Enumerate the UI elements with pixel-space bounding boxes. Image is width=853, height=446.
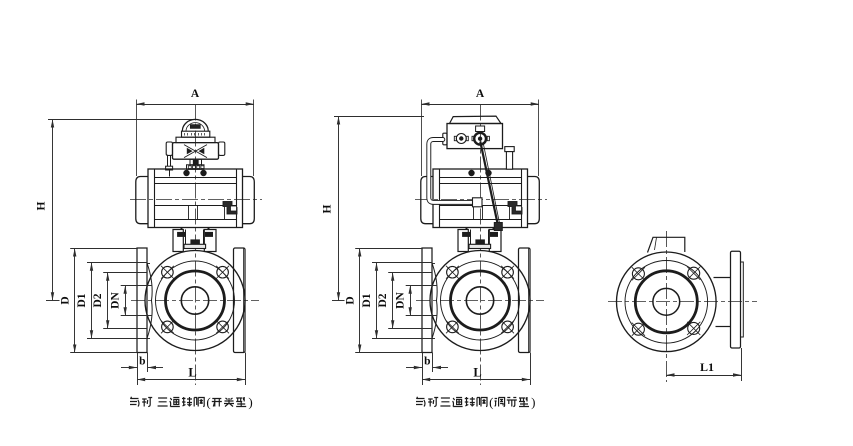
svg-text:D1: D1: [76, 293, 88, 307]
svg-text:D2: D2: [92, 293, 104, 307]
svg-text:DN: DN: [395, 292, 407, 309]
svg-text:D1: D1: [361, 293, 373, 307]
svg-text:L: L: [188, 366, 196, 380]
svg-text:b: b: [424, 356, 430, 368]
svg-text:DN: DN: [110, 292, 122, 309]
svg-text:D: D: [59, 296, 71, 304]
svg-text:A: A: [191, 88, 200, 100]
svg-text:L: L: [473, 366, 481, 380]
svg-text:A: A: [476, 88, 485, 100]
svg-text:D2: D2: [377, 293, 389, 307]
svg-text:(: (: [489, 395, 493, 410]
svg-text:L1: L1: [700, 360, 714, 374]
svg-text:(: (: [206, 395, 210, 410]
svg-text:b: b: [139, 356, 145, 368]
svg-text:H: H: [322, 204, 334, 213]
svg-text:): ): [248, 395, 252, 410]
svg-text:H: H: [36, 201, 48, 210]
svg-text:D: D: [344, 296, 356, 304]
svg-text:): ): [531, 395, 535, 410]
